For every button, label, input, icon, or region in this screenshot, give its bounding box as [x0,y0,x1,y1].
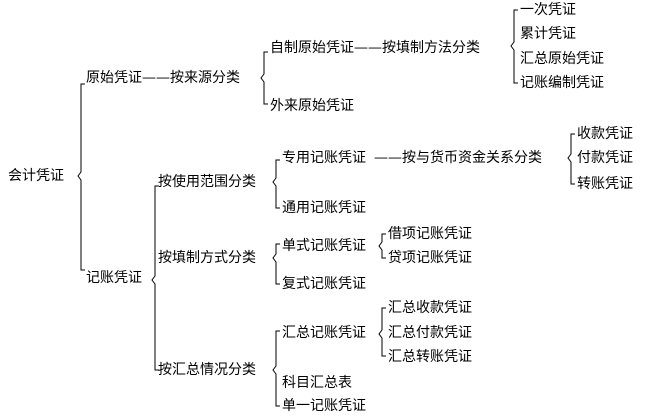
node-original: 原始凭证 [86,70,142,86]
node-by-scope: 按使用范围分类 [158,174,256,190]
brace-self-made [510,9,518,84]
leaf-summary-receipt: 汇总收款凭证 [388,300,472,316]
node-self-made: 自制原始凭证 [270,40,354,56]
node-root: 会计凭证 [8,168,64,184]
node-by-method: 按填制方式分类 [158,250,256,266]
brace-root [77,83,85,271]
leaf-one-time: 一次凭证 [520,2,576,18]
node-single-entry: 单一记账凭证 [282,398,366,414]
brace-bookkeeping [151,185,159,371]
leaf-credit: 贷项记账凭证 [388,250,472,266]
brace-by-method [272,243,280,285]
leaf-payment: 付款凭证 [577,150,633,166]
relation-by-source: ——按来源分类 [142,70,240,86]
node-external: 外来原始凭证 [270,98,354,114]
brace-summary [378,307,386,357]
relation-by-cash: ——按与货币资金关系分类 [374,150,542,166]
node-special: 专用记账凭证 [282,150,366,166]
brace-single [378,233,386,259]
leaf-summary-payment: 汇总付款凭证 [388,325,472,341]
brace-by-summary [272,330,280,407]
leaf-summary-original: 汇总原始凭证 [520,51,604,67]
leaf-cumulative: 累计凭证 [520,26,576,42]
brace-by-scope [272,159,280,209]
leaf-receipt: 收款凭证 [577,126,633,142]
node-by-summary: 按汇总情况分类 [158,362,256,378]
node-subject-table: 科目汇总表 [282,375,352,391]
node-compound: 复式记账凭证 [282,276,366,292]
relation-by-fill-method: ——按填制方法分类 [354,40,480,56]
leaf-transfer: 转账凭证 [577,176,633,192]
leaf-debit: 借项记账凭证 [388,226,472,242]
node-single: 单式记账凭证 [282,238,366,254]
leaf-summary-transfer: 汇总转账凭证 [388,349,472,365]
node-summary: 汇总记账凭证 [282,325,366,341]
brace-original [260,51,268,105]
leaf-bookkeeping-compiled: 记账编制凭证 [520,75,604,91]
node-bookkeeping: 记账凭证 [86,270,142,286]
node-general: 通用记账凭证 [282,200,366,216]
brace-special [567,133,575,185]
